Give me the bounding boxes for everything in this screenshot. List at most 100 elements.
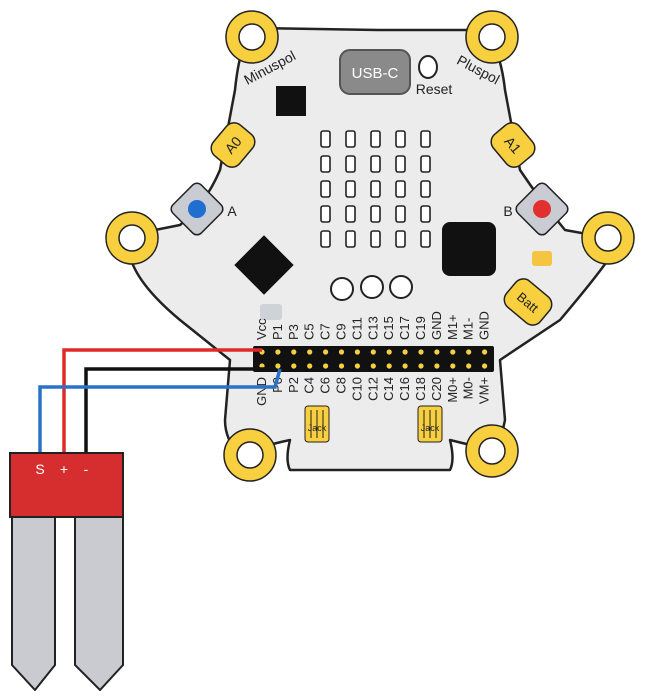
pin-top [354, 349, 360, 355]
pin-top [338, 349, 345, 355]
sensor-circles [330, 275, 413, 301]
top-pin-label: C11 [349, 317, 364, 340]
pin-top [275, 349, 281, 355]
diamond-chip [234, 235, 294, 295]
pin-bottom [482, 363, 488, 369]
bottom-pin-label: C10 [349, 377, 364, 401]
pin-bottom [291, 363, 297, 369]
top-pin-label: GND [477, 311, 492, 340]
pin-top [434, 349, 440, 355]
led-matrix [320, 130, 431, 248]
button-a-label: A [227, 203, 237, 219]
pin-top [418, 349, 424, 355]
batt-pad: Batt [503, 278, 553, 326]
pin-top [482, 349, 488, 355]
pin-bottom [450, 363, 456, 369]
processor-chip [442, 222, 496, 276]
pin-bottom [370, 363, 376, 369]
jack-right-label: Jack [421, 423, 440, 433]
pin-top [291, 349, 297, 355]
pin-top [307, 349, 313, 355]
a0-pad: A0 [210, 122, 256, 168]
mount-ring-bottom-right [465, 424, 519, 478]
pin-top [386, 349, 392, 355]
bottom-pin-label: P0 [270, 377, 285, 393]
moisture-sensor: S + - [9, 452, 124, 692]
button-b-led [533, 200, 551, 218]
pin-bottom [466, 363, 472, 369]
bottom-pin-label: C18 [413, 377, 428, 401]
sensor-pin-plus: + [60, 461, 68, 477]
top-pin-label: P3 [286, 324, 301, 340]
pin-top [323, 349, 329, 355]
top-pin-label: Vcc [254, 318, 269, 340]
mount-ring-right [581, 211, 635, 265]
button-b-label: B [503, 203, 512, 219]
bottom-pin-label: C14 [381, 377, 396, 401]
pin-bottom [338, 363, 345, 369]
bottom-pin-label: GND [254, 377, 269, 406]
top-pin-label: C7 [318, 323, 333, 340]
probe-right [74, 514, 124, 692]
pin-header [253, 346, 494, 372]
small-chip [276, 86, 306, 116]
bottom-pin-label: C16 [397, 377, 412, 401]
pin-top [370, 349, 376, 355]
top-pin-label: C9 [334, 323, 349, 340]
pin-bottom [323, 363, 329, 369]
bottom-pin-label: P2 [286, 377, 301, 393]
wire-vcc [62, 348, 262, 458]
bottom-pin-label: C6 [318, 377, 333, 394]
pin-dots [259, 349, 488, 369]
reset-label: Reset [416, 81, 453, 97]
pin-bottom [402, 363, 408, 369]
wire-gnd [84, 367, 266, 458]
pin-bottom [434, 363, 440, 369]
mount-ring-left [105, 211, 159, 265]
sensor-pin-s: S [35, 461, 44, 477]
usb-c-port [339, 49, 411, 95]
jack-left: Jack [304, 405, 330, 443]
button-a[interactable] [169, 181, 226, 238]
jack-left-label: Jack [308, 423, 327, 433]
mount-ring-top-right [465, 10, 519, 64]
sensor-pin-minus: - [84, 461, 89, 477]
sensor-board [9, 452, 124, 518]
pin-bottom [354, 363, 360, 369]
grey-pad [260, 304, 282, 320]
probe-left [11, 514, 56, 692]
button-a-led [188, 200, 206, 218]
bottom-pin-label: C20 [429, 377, 444, 401]
pin-bottom [275, 363, 281, 369]
pin-top [466, 349, 472, 355]
usb-c-label: USB-C [352, 65, 399, 82]
top-pin-label: C19 [413, 316, 428, 340]
pin-bottom [307, 363, 313, 369]
status-led [532, 251, 552, 266]
pin-top [402, 349, 408, 355]
bottom-pin-label: M0- [461, 377, 476, 399]
mount-ring-top-left [225, 10, 279, 64]
bottom-pin-label: C12 [365, 377, 380, 401]
bottom-pin-label: M0+ [445, 377, 460, 403]
top-pin-label: P1 [270, 324, 285, 340]
wire-signal [38, 368, 282, 458]
pin-bottom [418, 363, 424, 369]
bottom-pin-label: C8 [334, 377, 349, 394]
button-b[interactable] [514, 181, 571, 238]
a1-pad: A1 [490, 122, 536, 168]
top-pin-label: GND [429, 311, 444, 340]
top-pin-label: C17 [397, 316, 412, 340]
top-pin-label: M1- [461, 318, 476, 340]
bottom-pin-label: C4 [302, 377, 317, 394]
bottom-pin-label: VM+ [477, 377, 492, 404]
top-pin-label: C5 [302, 323, 317, 340]
pin-top [450, 349, 456, 355]
top-pin-label: C15 [381, 316, 396, 340]
reset-button[interactable] [418, 55, 438, 79]
top-pin-label: M1+ [445, 314, 460, 340]
